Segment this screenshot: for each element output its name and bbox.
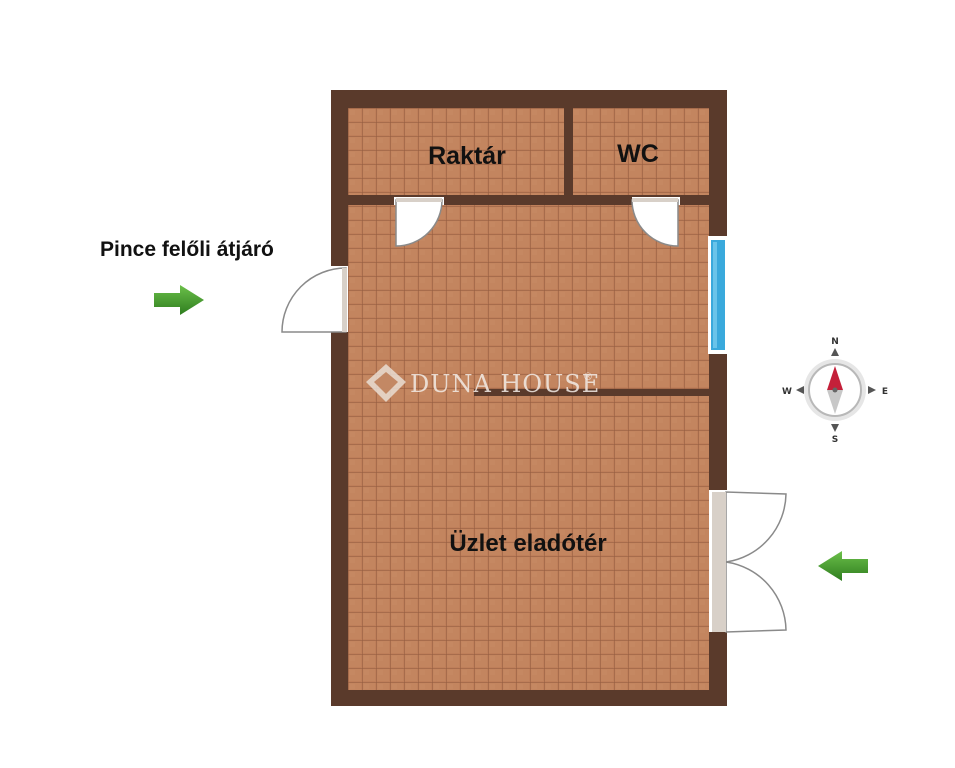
storage-room-label: Raktár	[428, 142, 506, 170]
watermark-text: DUNA HOUSE	[410, 370, 600, 398]
window	[708, 236, 728, 354]
sales-floor	[348, 205, 709, 690]
compass-east-label: E	[882, 387, 888, 397]
watermark-registered-mark: ®	[583, 372, 593, 383]
diamond-house-logo	[366, 364, 406, 402]
storage-floor	[348, 108, 564, 195]
wc-floor	[573, 108, 709, 195]
arrow-left-icon	[818, 551, 868, 581]
duna-house-watermark: DUNA HOUSE ®	[366, 364, 600, 402]
wc-room-label: WC	[617, 140, 659, 168]
compass-west-label: W	[782, 387, 792, 397]
basement-passage-door[interactable]	[281, 267, 347, 333]
basement-passage-label: Pince felőli átjáró	[100, 238, 274, 261]
sales-floor-label: Üzlet eladótér	[449, 530, 606, 557]
compass-north-label: N	[831, 337, 839, 347]
compass-south-label: S	[832, 435, 838, 445]
storage-door[interactable]	[395, 198, 443, 247]
entrance-double-door[interactable]	[712, 491, 787, 633]
wc-door[interactable]	[631, 198, 679, 247]
interior-partition-wall	[474, 389, 709, 396]
compass-icon: N S W E	[782, 337, 888, 445]
arrow-right-icon	[154, 285, 204, 315]
